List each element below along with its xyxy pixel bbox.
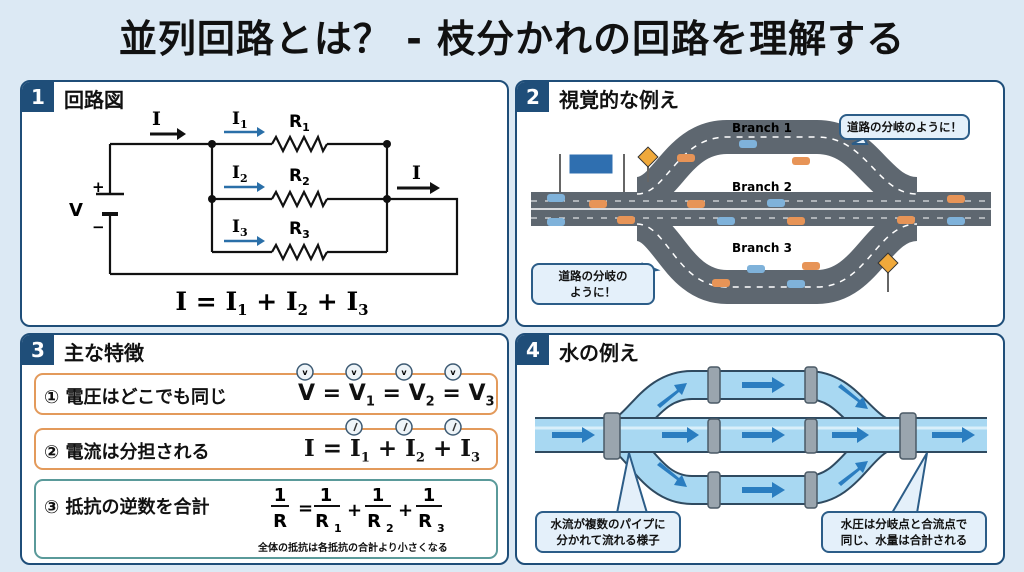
callout-text: ように！ (570, 285, 616, 299)
svg-text:1: 1 (423, 485, 436, 506)
flow-arrow-icons (552, 377, 975, 498)
panel-title: 回路図 (64, 88, 124, 112)
svg-text:1: 1 (320, 485, 333, 506)
svg-text:R: R (367, 511, 381, 532)
feature-row-voltage: ① 電圧はどこでも同じ V = V1 = V2 = V3 (34, 373, 498, 415)
callout-water-flow: 水流が複数のパイプに 分かれて流れる様子 (535, 511, 681, 553)
feature-label: ③ 抵抗の逆数を合計 (44, 497, 210, 518)
svg-text:R2: R2 (289, 166, 310, 188)
callout-tail (890, 452, 928, 514)
callout-water-pressure: 水圧は分岐点と合流点で 同じ、水量は合計される (821, 511, 987, 553)
svg-text:R: R (418, 511, 432, 532)
circuit-wires (108, 134, 459, 276)
svg-text:1: 1 (334, 522, 342, 535)
panel-number-badge: 3 (22, 335, 54, 365)
svg-text:I3: I3 (232, 217, 248, 239)
current-label-out: I (412, 162, 421, 184)
panel-water-analogy: 水流が複数のパイプに 分かれて流れる様子 水圧は分岐点と合流点で 同じ、水量は合… (515, 333, 1005, 565)
water-pipe-illustration (535, 366, 987, 514)
current-sum-formula: I = I1 + I2 + I3 (175, 287, 368, 319)
panel-title: 水の例え (559, 341, 639, 365)
svg-text:2: 2 (386, 522, 394, 535)
current-arrow-icon (430, 182, 440, 194)
junction-node (208, 140, 216, 148)
current-label-main: I (152, 108, 161, 130)
svg-text:R: R (273, 511, 287, 532)
callout-text: 同じ、水量は合計される (840, 533, 968, 547)
branch-2-label: Branch 2 (732, 180, 792, 194)
callout-text: 分かれて流れる様子 (556, 533, 660, 547)
callout-text: 道路の分岐の (558, 269, 628, 283)
callout-text: 水流が複数のパイプに (550, 517, 666, 531)
resistance-note: 全体の抵抗は各抵抗の合計より小さくなる (258, 543, 448, 554)
svg-text:I2: I2 (232, 163, 248, 185)
road-branch-1 (634, 120, 919, 211)
svg-text:R: R (315, 511, 329, 532)
minus-label: − (92, 218, 105, 236)
cars (547, 140, 965, 288)
current-formula: I = I1 + I2 + I3 (304, 435, 481, 466)
panel-number-badge: 4 (517, 335, 549, 365)
svg-text:1: 1 (372, 485, 385, 506)
svg-text:+: + (398, 500, 413, 521)
branch-1-labels: I1 R1 (224, 109, 310, 137)
feature-row-current: ② 電流は分担される I = I1 + I2 + I3 (34, 428, 498, 470)
svg-text:R1: R1 (289, 112, 310, 134)
junction-node (383, 195, 391, 203)
current-arrow-icon (177, 128, 186, 140)
callout-text: 水圧は分岐点と合流点で (840, 517, 968, 531)
circuit-diagram: + − V I I I1 R1 I2 R2 I3 R3 I = I1 + I2 … (69, 108, 459, 319)
callout-top: 道路の分岐のように！ (839, 114, 970, 140)
svg-text:+: + (347, 500, 362, 521)
plus-label: + (92, 178, 105, 196)
panel-circuit-diagram: + − V I I I1 R1 I2 R2 I3 R3 I = I1 + I2 … (20, 80, 509, 327)
svg-text:1: 1 (274, 485, 287, 506)
panel-number-badge: 1 (22, 82, 54, 112)
panel-title: 視覚的な例え (559, 88, 679, 112)
svg-text:3: 3 (437, 522, 445, 535)
battery (96, 192, 124, 216)
overhead-sign (559, 153, 625, 192)
panel-key-features: 3 主な特徴 ① 電圧はどこでも同じ V = V1 = V2 = V3 ② 電流… (20, 333, 509, 565)
page-title: 並列回路とは？ - 枝分かれの回路を理解する (118, 17, 906, 61)
feature-label: ① 電圧はどこでも同じ (44, 387, 227, 408)
panel-visual-analogy: Branch 1 Branch 2 Branch 3 道路の分岐のように！ 道路… (515, 80, 1005, 327)
junction-node (208, 195, 216, 203)
branch-1-label: Branch 1 (732, 121, 792, 135)
feature-label: ② 電流は分担される (44, 442, 210, 463)
panel-number-badge: 2 (517, 82, 549, 112)
svg-text:I1: I1 (232, 109, 248, 131)
resistor-r3 (271, 242, 328, 262)
curve-warning-sign-icon (637, 146, 899, 292)
branch-2-labels: I2 R2 (224, 163, 310, 192)
svg-text:R3: R3 (289, 219, 310, 241)
voltage-formula: V = V1 = V2 = V3 (298, 381, 495, 410)
road-illustration: Branch 1 Branch 2 Branch 3 (531, 120, 991, 304)
junction-node (383, 140, 391, 148)
branch-3-label: Branch 3 (732, 241, 792, 255)
svg-text:=: = (298, 498, 313, 519)
road-island-bottom (682, 226, 862, 265)
pipe-couplings (603, 366, 917, 509)
branch-3-labels: I3 R3 (224, 217, 310, 246)
resistor-r1 (271, 134, 328, 154)
resistor-r2 (271, 189, 328, 209)
road-island-top (682, 157, 862, 192)
panel-title: 主な特徴 (64, 341, 144, 365)
callout-bottom: 道路の分岐の ように！ (531, 263, 655, 305)
voltage-label: V (69, 200, 83, 221)
